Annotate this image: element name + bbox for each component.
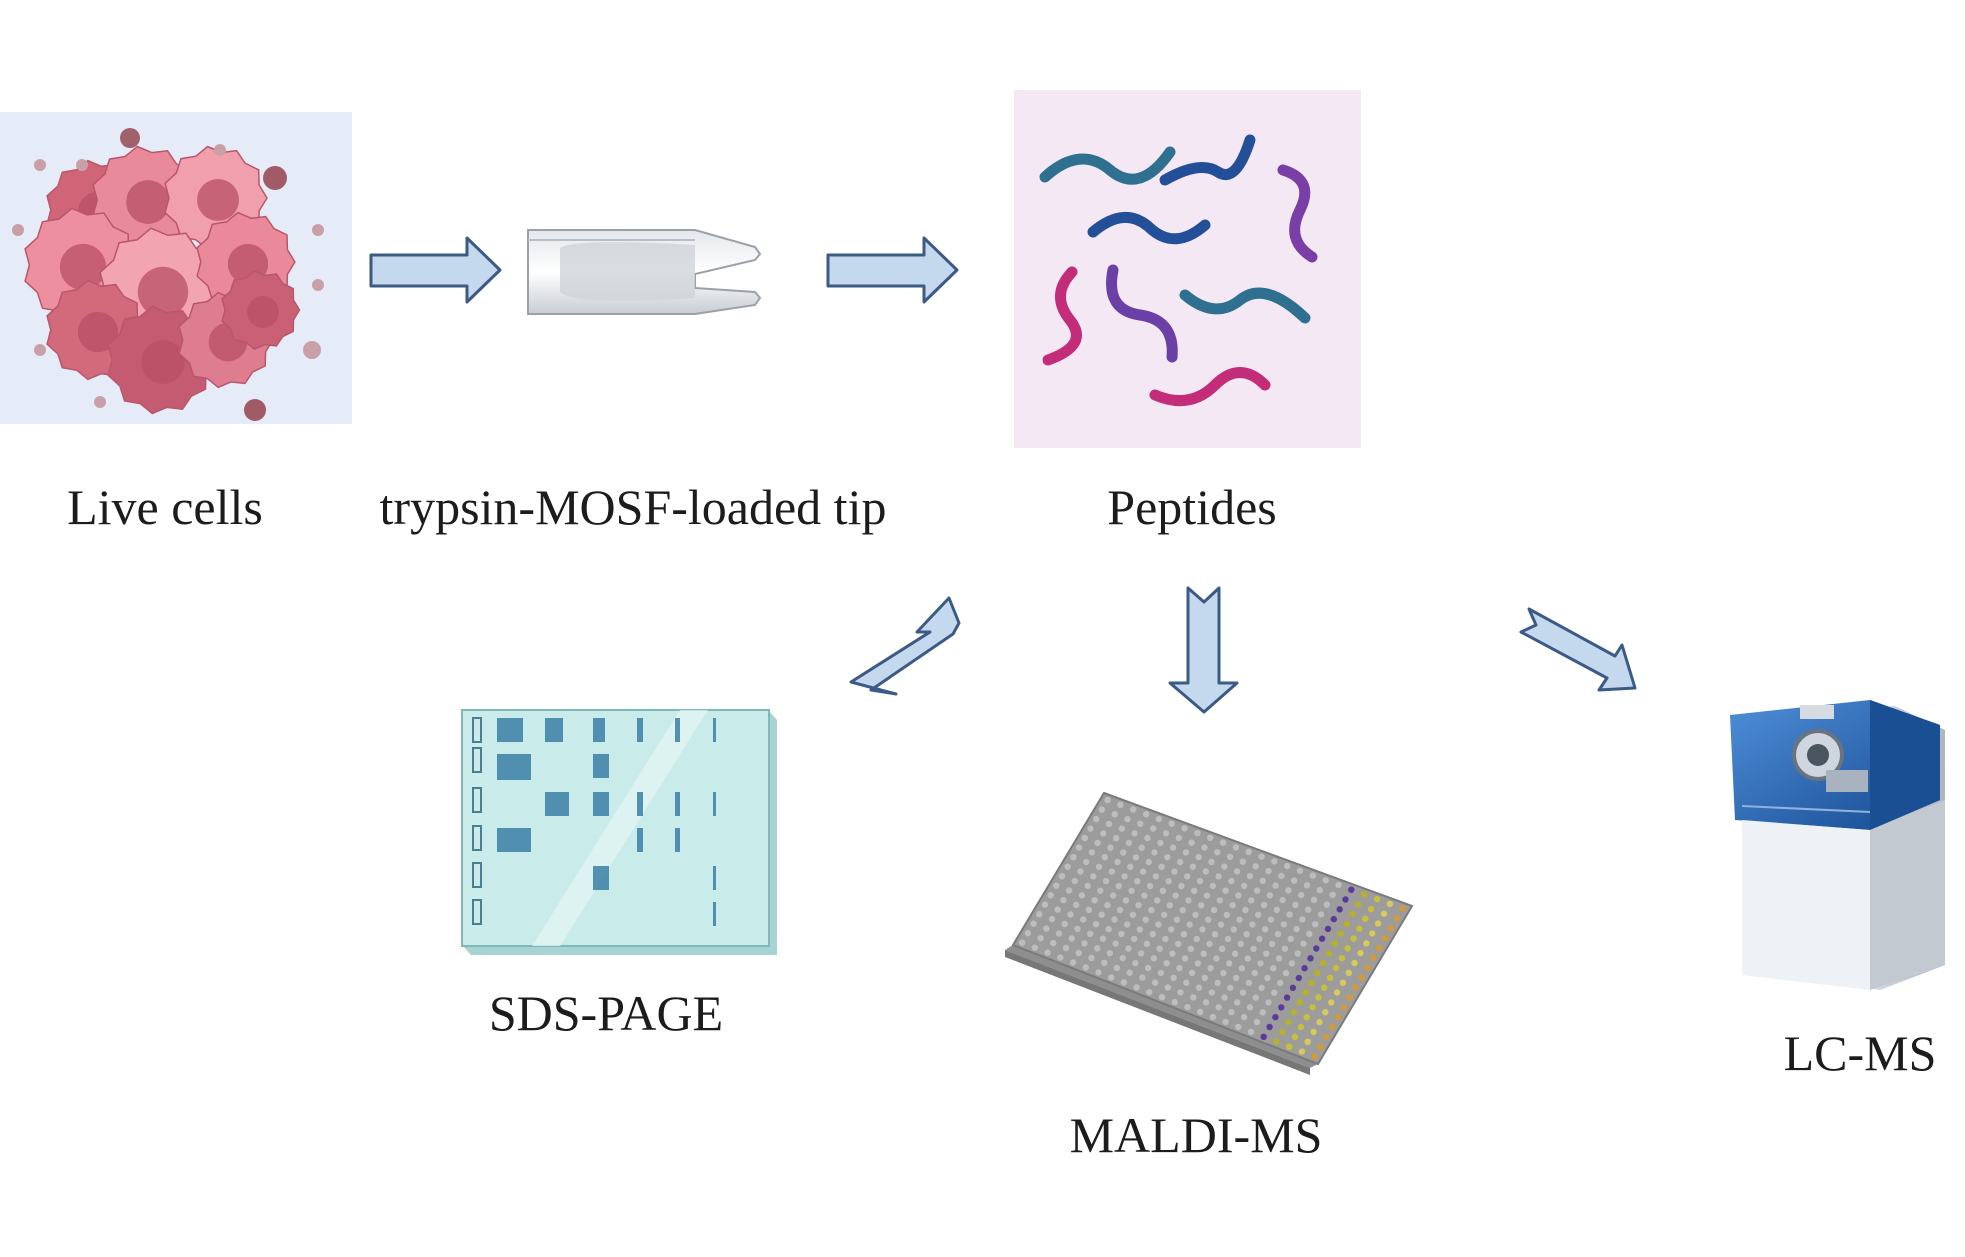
maldi-target-plate-icon [1005,791,1414,1075]
arrow-peptides-to-maldi-ms [1168,586,1239,714]
arrow-peptides-to-sds-page [849,596,961,696]
peptide-strands-icon [1014,90,1361,448]
cell-cluster-icon [0,112,352,424]
arrow-tip-to-peptides [826,236,959,304]
pipette-tip-icon [527,229,762,315]
label-sds-page: SDS-PAGE [488,985,724,1041]
label-maldi-ms: MALDI-MS [1069,1107,1323,1163]
label-live-cells: Live cells [67,479,263,535]
label-peptides: Peptides [1107,479,1277,535]
arrow-cells-to-tip [369,236,502,304]
label-trypsin-mosf-loaded-tip: trypsin-MOSF-loaded tip [379,479,887,535]
mass-spectrometer-icon [1730,700,1945,990]
label-lc-ms: LC-MS [1783,1025,1937,1081]
arrow-peptides-to-lc-ms [1519,607,1637,692]
gel-plate-icon [461,709,777,955]
